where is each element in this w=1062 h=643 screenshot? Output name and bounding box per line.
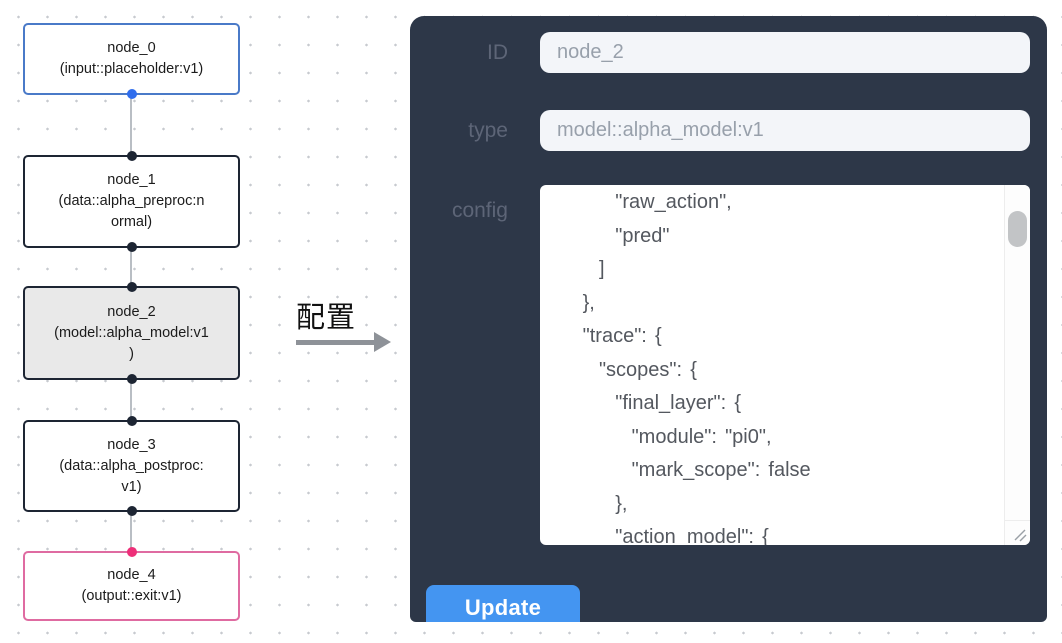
connection-handle-top[interactable]: [126, 282, 137, 292]
node-label: node_2 (model::alpha_model:v1 ): [54, 303, 209, 362]
config-field-row: config "raw_action", "pred" ] }, "trace"…: [410, 185, 1030, 545]
node-node_1[interactable]: node_1 (data::alpha_preproc:n ormal): [23, 151, 240, 252]
node-label: node_1 (data::alpha_preproc:n ormal): [58, 172, 205, 230]
config-textarea[interactable]: "raw_action", "pred" ] }, "trace": { "sc…: [540, 185, 1030, 545]
node-label: node_0 (input::placeholder:v1): [59, 40, 204, 77]
right-arrow-head-icon: [374, 332, 391, 352]
scrollbar-thumb[interactable]: [1008, 211, 1027, 247]
scrollbar-track[interactable]: [1004, 185, 1030, 520]
type-input[interactable]: model::alpha_model:v1: [540, 110, 1030, 151]
config-field-label: config: [451, 199, 508, 222]
right-arrow-icon: [296, 340, 376, 345]
connection-handle-top[interactable]: [126, 416, 137, 426]
connection-handle-bottom[interactable]: [126, 506, 137, 516]
edge-node3-node4: [130, 510, 132, 553]
id-input[interactable]: node_2: [540, 32, 1030, 73]
connection-handle-top[interactable]: [126, 151, 137, 161]
connection-handle-bottom[interactable]: [126, 89, 137, 99]
resize-handle-icon[interactable]: [1012, 527, 1028, 543]
id-field-label: ID: [487, 40, 508, 64]
config-panel: ID node_2 type model::alpha_model:v1 con…: [410, 16, 1047, 622]
scrollbar-corner: [1004, 520, 1030, 545]
node-node_2[interactable]: node_2 (model::alpha_model:v1 ): [23, 282, 240, 384]
type-field-label: type: [468, 118, 508, 142]
edge-node0-node1: [130, 95, 132, 157]
id-field-row: ID node_2: [410, 32, 1030, 73]
edge-node1-node2: [130, 246, 132, 288]
node-label: node_3 (data::alpha_postproc: v1): [59, 436, 204, 495]
connection-handle-bottom[interactable]: [126, 242, 137, 252]
config-json-text: "raw_action", "pred" ] }, "trace": { "sc…: [582, 191, 811, 545]
edge-node2-node3: [130, 378, 132, 422]
type-field-row: type model::alpha_model:v1: [410, 110, 1030, 151]
node-label: node_4 (output::exit:v1): [81, 567, 182, 604]
connection-handle-top[interactable]: [126, 547, 137, 557]
node-node_4[interactable]: node_4 (output::exit:v1): [23, 547, 240, 621]
connection-handle-bottom[interactable]: [126, 374, 137, 384]
node-node_3[interactable]: node_3 (data::alpha_postproc: v1): [23, 416, 240, 516]
config-arrow-label: 配置: [296, 302, 357, 334]
node-node_0[interactable]: node_0 (input::placeholder:v1): [23, 23, 240, 99]
update-button[interactable]: Update: [426, 585, 580, 622]
